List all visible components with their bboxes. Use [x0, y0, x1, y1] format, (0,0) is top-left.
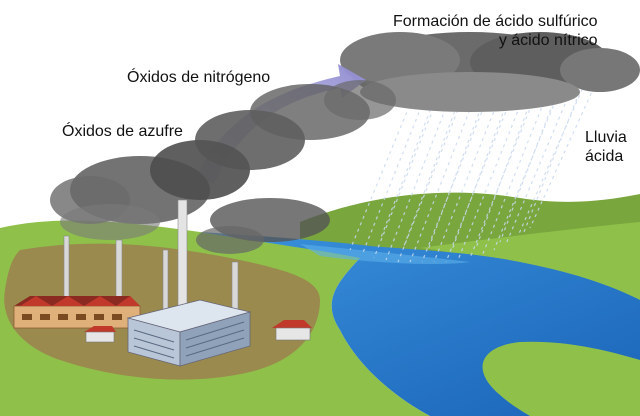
nitrogen-oxides-label: Óxidos de nitrógeno — [127, 69, 271, 86]
storm-cloud — [340, 32, 640, 112]
acid-rain-label: Lluvia ácida — [585, 128, 627, 166]
acid-formation-label: Formación de ácido sulfúrico y ácido nít… — [393, 12, 598, 50]
sulfur-oxides-label: Óxidos de azufre — [62, 123, 183, 140]
red-factory — [13, 296, 141, 329]
river-highlight — [300, 244, 470, 264]
acid-rain-line2: ácida — [585, 148, 624, 165]
power-plant-building — [126, 299, 252, 367]
small-house-right — [272, 320, 312, 341]
acid-formation-line2: y ácido nítrico — [498, 32, 598, 49]
acid-formation-line1: Formación de ácido sulfúrico — [393, 13, 598, 30]
small-house-left — [84, 326, 116, 343]
rain-streaks — [349, 73, 601, 263]
river — [200, 232, 640, 416]
smoke-plume — [50, 80, 396, 254]
acid-rain-line1: Lluvia — [585, 129, 627, 146]
